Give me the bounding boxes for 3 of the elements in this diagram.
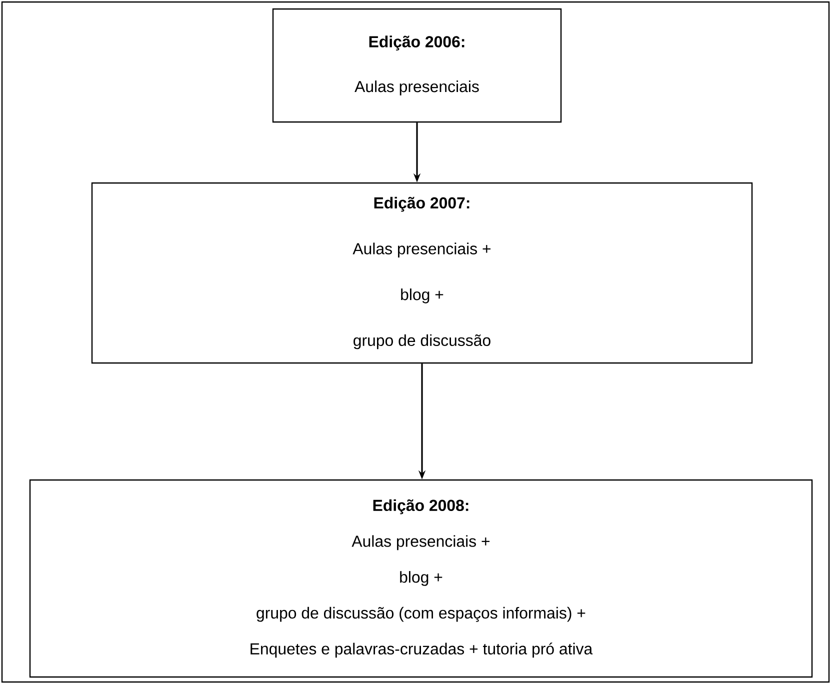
text-box: Edição 2008: Aulas presenciais + blog + grupo de discussão (com espaços informais) + Enquetes e palavras-cruzadas + tutoria pró ativa (29, 479, 813, 678)
text-box: Edição 2006: Aulas presenciais (272, 8, 562, 123)
text-box: Edição 2007: Aulas presenciais + blog + grupo de discussão (91, 182, 753, 364)
